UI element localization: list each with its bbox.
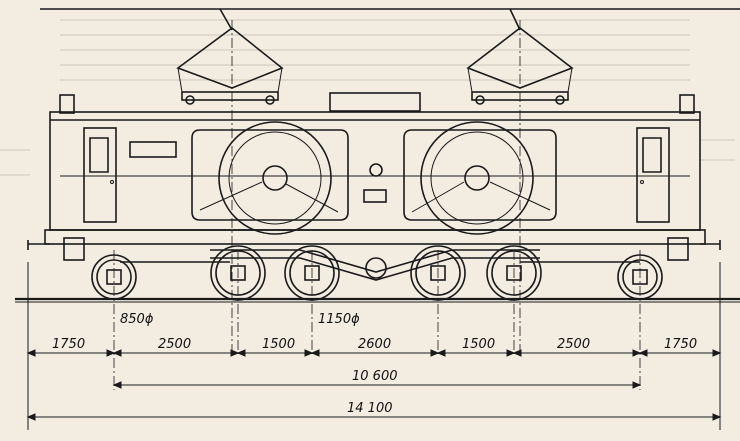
dimension-label-5: 1500 <box>462 337 495 352</box>
dimension-extension-lines <box>27 262 721 430</box>
dimension-label-7: 1750 <box>664 337 697 352</box>
center-porthole <box>369 163 383 177</box>
axle-center-lines <box>113 20 641 390</box>
pantograph-left <box>176 8 284 105</box>
underframe <box>120 249 640 281</box>
dimension-label-2: 2500 <box>158 337 191 352</box>
dimension-label-overall-length: 14 100 <box>347 401 393 416</box>
dimension-label-1: 1750 <box>52 337 85 352</box>
locomotive-body <box>44 111 706 245</box>
wheel-small-left <box>91 254 137 300</box>
dimension-row-2-line <box>112 381 642 389</box>
small-wheel-diameter-label: 850ϕ <box>120 312 154 327</box>
buffer-left <box>27 237 85 261</box>
side-nameplate <box>129 141 177 158</box>
center-plate <box>363 189 387 203</box>
motor-bay-right <box>403 121 557 235</box>
driving-wheel-1 <box>210 245 266 301</box>
motor-bay-left <box>191 121 349 235</box>
dimension-label-total-wheelbase: 10 600 <box>352 369 398 384</box>
roof-box <box>329 92 421 112</box>
rail-line <box>15 297 740 303</box>
dimension-label-3: 1500 <box>262 337 295 352</box>
background-texture <box>0 19 735 176</box>
dimension-row-3-line <box>26 413 722 421</box>
dimension-label-6: 2500 <box>557 337 590 352</box>
buffer-right <box>667 237 721 261</box>
roof-lamp-left <box>59 94 75 114</box>
dimension-row-1-lines <box>26 349 722 357</box>
door-left <box>83 127 117 223</box>
large-wheel-diameter-label: 1150ϕ <box>318 312 360 327</box>
door-right <box>636 127 670 223</box>
dimension-label-4: 2600 <box>358 337 391 352</box>
roof-lamp-right <box>679 94 695 114</box>
